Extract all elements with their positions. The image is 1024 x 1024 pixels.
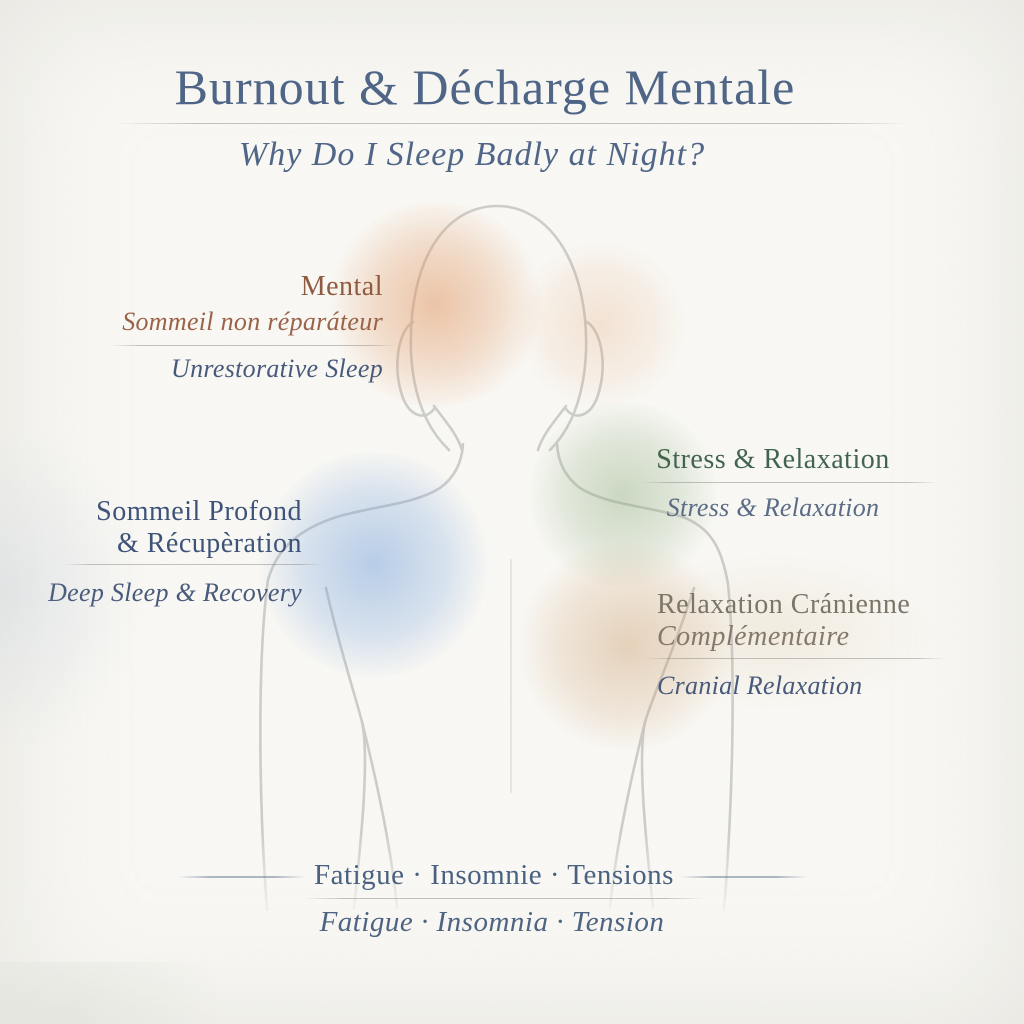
zone-label-mental: Mental Sommeil non réparáteur Unrestorat… <box>105 271 383 384</box>
cranial-subtitle-en: Cranial Relaxation <box>657 670 863 700</box>
footer-divider <box>302 898 705 899</box>
head-outline <box>409 204 588 452</box>
footer-symptoms-fr: Fatigue · Insomnie · Tensions <box>314 859 674 891</box>
footer-symptoms-en: Fatigue · Insomnia · Tension <box>319 906 665 938</box>
page-title: Burnout & Décharge Mentale <box>174 59 796 115</box>
title-divider <box>116 123 908 124</box>
left-jaw-line <box>432 404 464 452</box>
zone-label-stress: Stress & Relaxation Stress & Relaxation <box>623 444 923 524</box>
deep-sleep-subtitle-en: Deep Sleep & Recovery <box>48 577 302 607</box>
stress-heading: Stress & Relaxation <box>656 444 890 475</box>
mental-zone-glow-right <box>516 242 686 407</box>
zone-label-cranial: Relaxation Cránienne Complémentaire Cran… <box>657 589 957 701</box>
zone-label-deep-sleep: Sommeil Profond & Récupèration Deep Slee… <box>2 496 302 608</box>
left-ear <box>396 320 436 417</box>
right-jaw-line <box>536 404 568 452</box>
mental-subtitle-fr: Sommeil non réparáteur <box>122 307 383 337</box>
page-subtitle: Why Do I Sleep Badly at Night? <box>238 136 706 173</box>
cranial-heading-line2: Complémentaire <box>657 621 850 653</box>
right-ear <box>564 320 604 417</box>
bottom-fade <box>0 832 1024 962</box>
deep-sleep-heading-line1: Sommeil Profond <box>96 496 302 527</box>
mental-subtitle-en: Unrestorative Sleep <box>171 353 383 383</box>
mental-heading: Mental <box>300 271 383 302</box>
deep-sleep-heading-line2: & Récupèration <box>116 528 302 560</box>
cranial-heading-line1: Relaxation Cránienne <box>657 589 911 620</box>
stress-subtitle-en: Stress & Relaxation <box>666 493 880 523</box>
